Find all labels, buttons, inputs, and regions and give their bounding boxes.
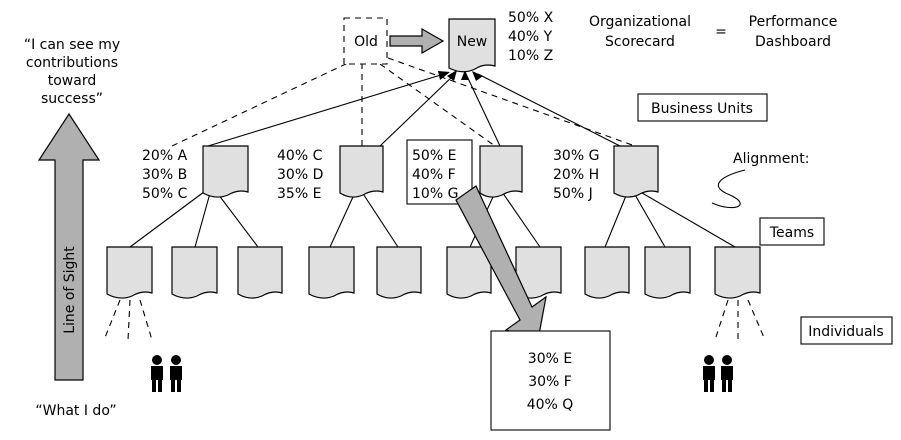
individual-scorecard-box	[490, 330, 611, 431]
team-doc	[171, 246, 218, 299]
business-units-box	[637, 93, 768, 122]
old-dashed-connectors	[171, 57, 636, 147]
svg-text:“I can see my: “I can see my	[24, 37, 120, 53]
svg-text:contributions: contributions	[26, 55, 118, 71]
svg-text:40% Y: 40% Y	[508, 29, 553, 45]
svg-text:30% F: 30% F	[528, 374, 572, 390]
alignment-squiggle	[711, 169, 746, 209]
team-doc	[237, 246, 283, 299]
teams-box	[759, 217, 825, 246]
old-label: Old	[354, 34, 378, 50]
svg-text:Dashboard: Dashboard	[755, 34, 831, 50]
svg-text:20% A: 20% A	[142, 148, 188, 164]
svg-text:30% E: 30% E	[528, 351, 572, 367]
people-icon	[151, 355, 182, 392]
old-scorecard	[343, 17, 388, 65]
line-of-sight-label: Line of Sight	[62, 246, 78, 334]
svg-text:10% G: 10% G	[412, 186, 458, 202]
team-doc	[644, 246, 691, 299]
svg-text:40% C: 40% C	[277, 148, 323, 164]
team-doc	[106, 246, 153, 299]
svg-text:30% D: 30% D	[277, 167, 323, 183]
svg-text:35% E: 35% E	[277, 186, 321, 202]
svg-text:10% Z: 10% Z	[508, 48, 553, 64]
individuals-label: Individuals	[808, 324, 883, 340]
teams-label: Teams	[769, 225, 814, 241]
svg-text:Scorecard: Scorecard	[605, 34, 675, 50]
team-docs	[106, 246, 761, 299]
new-arrows	[207, 70, 621, 147]
individuals-box	[800, 316, 893, 345]
unit-b-doc	[339, 145, 384, 198]
svg-text:success”: success”	[41, 91, 103, 107]
svg-text:50% E: 50% E	[412, 148, 456, 164]
unit-d-doc	[613, 145, 659, 198]
line-of-sight-arrow: Line of Sight	[37, 112, 101, 381]
business-unit-docs	[202, 145, 659, 198]
bottom-quote: “What I do”	[35, 403, 116, 419]
svg-text:toward: toward	[48, 73, 96, 89]
unit-c-doc	[479, 145, 523, 198]
unit-weights-4: 30% G 20% H 50% J	[553, 148, 599, 202]
team-doc	[446, 246, 492, 299]
cascade-arrow	[455, 185, 547, 341]
org-weights: 50% X 40% Y 10% Z	[508, 10, 554, 64]
team-doc	[376, 246, 422, 299]
team-doc	[714, 246, 761, 299]
svg-text:40% F: 40% F	[412, 167, 456, 183]
team-doc	[308, 246, 355, 299]
old-to-new-arrow	[389, 27, 445, 55]
unit-a-doc	[202, 145, 249, 198]
unit-weights-2: 40% C 30% D 35% E	[277, 148, 323, 202]
new-label: New	[457, 34, 488, 50]
unit-weights-3-box	[406, 139, 473, 205]
svg-text:=: =	[715, 24, 727, 40]
business-units-label: Business Units	[651, 101, 753, 117]
svg-text:30% B: 30% B	[142, 167, 187, 183]
top-quote: “I can see my contributions toward succe…	[24, 37, 120, 107]
svg-text:20% H: 20% H	[553, 167, 599, 183]
unit-weights-1: 20% A 30% B 50% C	[142, 148, 188, 202]
svg-text:40% Q: 40% Q	[527, 397, 574, 413]
svg-text:Organizational: Organizational	[589, 14, 691, 30]
team-doc	[584, 246, 630, 299]
svg-text:50% X: 50% X	[508, 10, 554, 26]
new-scorecard	[448, 18, 496, 73]
individual-weights: 30% E 30% F 40% Q	[527, 351, 574, 413]
people-icon	[703, 355, 733, 392]
svg-text:Performance: Performance	[749, 14, 838, 30]
scorecard-equals-dashboard: Organizational Scorecard = Performance D…	[589, 14, 837, 50]
unit-weights-3: 50% E 40% F 10% G	[412, 148, 458, 202]
individual-dashed-connectors	[103, 299, 766, 341]
svg-text:50% J: 50% J	[553, 186, 593, 202]
svg-text:50% C: 50% C	[142, 186, 188, 202]
alignment-label: Alignment:	[733, 151, 809, 167]
svg-text:30% G: 30% G	[553, 148, 599, 164]
